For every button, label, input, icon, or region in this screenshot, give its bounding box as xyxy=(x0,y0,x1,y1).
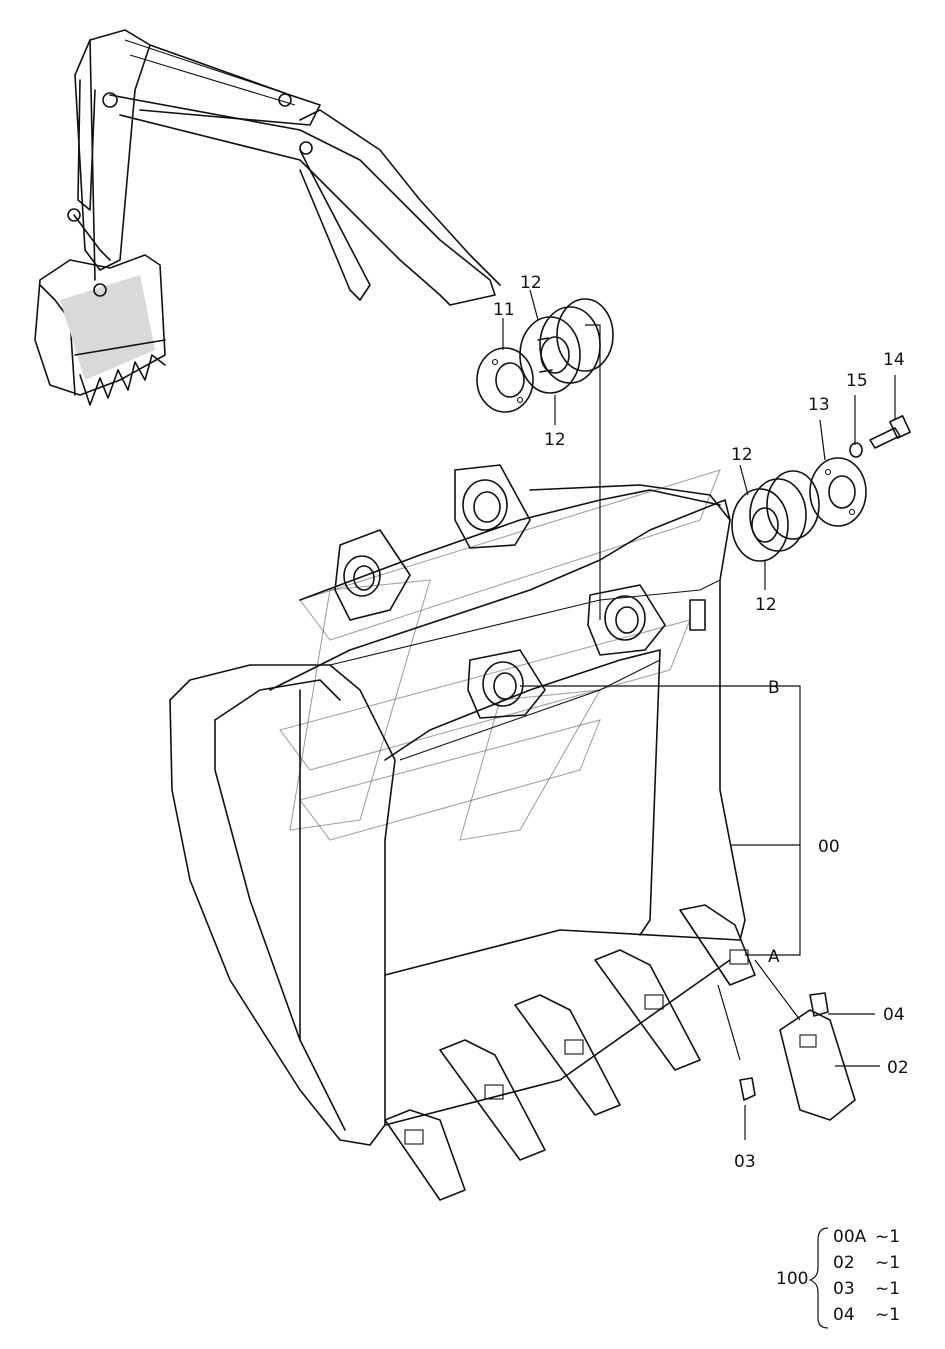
kit-number: 100 xyxy=(776,1269,808,1289)
pin-plate-13 xyxy=(809,457,867,527)
callout-03: 03 xyxy=(734,1152,756,1172)
kit-brace xyxy=(808,1227,829,1329)
kit-row-3-qty: ~1 xyxy=(875,1305,900,1325)
callout-15: 15 xyxy=(846,371,868,391)
leader-lines xyxy=(502,289,896,1140)
kit-row-2-code: 03 xyxy=(833,1279,855,1299)
kit-row-3-code: 04 xyxy=(833,1305,855,1325)
kit-row-1-qty: ~1 xyxy=(875,1253,900,1273)
bucket-bosses xyxy=(334,464,666,719)
pin-plate-11 xyxy=(476,347,534,413)
excavator-arm-inset xyxy=(34,29,501,406)
callout-02: 02 xyxy=(887,1058,909,1078)
watermark-logo xyxy=(279,469,721,841)
kit-row-0-code: 00A xyxy=(833,1227,867,1247)
callout-14: 14 xyxy=(883,350,905,370)
kit-list: 100 00A ~1 02 ~1 03 ~1 04 ~1 xyxy=(776,1227,900,1329)
callout-B: B xyxy=(768,678,780,698)
pin-03 xyxy=(739,1077,756,1101)
callout-13: 13 xyxy=(808,395,830,415)
callout-12-top-a: 12 xyxy=(520,273,542,293)
callout-labels: 11 12 12 12 12 13 14 15 B 00 A 04 02 03 xyxy=(493,273,909,1172)
kit-row-1-code: 02 xyxy=(833,1253,855,1273)
callout-00: 00 xyxy=(818,837,840,857)
callout-12-top-b: 12 xyxy=(544,430,566,450)
shims-12-right xyxy=(731,470,820,562)
bucket xyxy=(169,484,746,1146)
callout-A: A xyxy=(768,947,780,967)
shims-12-top xyxy=(519,298,614,394)
lock-washer-15 xyxy=(849,442,863,458)
bolt-14 xyxy=(869,415,911,449)
pin-04 xyxy=(809,992,829,1017)
callout-12-right-a: 12 xyxy=(731,445,753,465)
callout-04: 04 xyxy=(883,1005,905,1025)
bucket-teeth xyxy=(384,904,756,1201)
kit-row-0-qty: ~1 xyxy=(875,1227,900,1247)
callout-11: 11 xyxy=(493,300,515,320)
kit-row-2-qty: ~1 xyxy=(875,1279,900,1299)
loose-tooth-02 xyxy=(779,1009,856,1121)
callout-12-right-b: 12 xyxy=(755,595,777,615)
